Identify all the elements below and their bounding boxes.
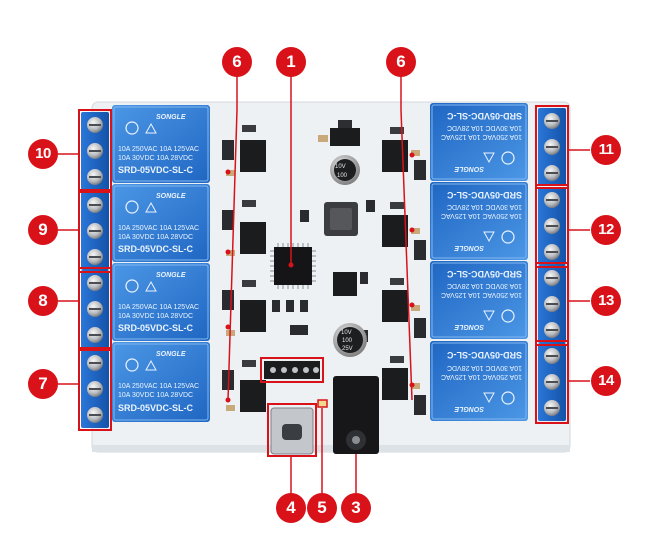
terminal-block-right-3 — [538, 265, 566, 343]
relay-rating-line1: 10A 250VAC 10A 125VAC — [441, 373, 522, 380]
smd-component — [318, 135, 328, 142]
relay-rating-line1: 10A 250VAC 10A 125VAC — [441, 133, 522, 140]
terminal-block-left-4 — [81, 350, 109, 428]
relay-right-4: SONGLE 10A 250VAC 10A 125VAC 10A 30VDC 1… — [430, 341, 528, 421]
relay-left-2: SONGLE 10A 250VAC 10A 125VAC 10A 30VDC 1… — [112, 184, 210, 262]
terminal-block-right-2 — [538, 187, 566, 265]
relay-model: SRD-05VDC-SL-C — [446, 190, 522, 200]
relay-left-1: SONGLE 10A 250VAC 10A 125VAC 10A 30VDC 1… — [112, 105, 210, 183]
relay-rating-line2: 10A 30VDC 10A 28VDC — [447, 364, 522, 371]
relay-model: SRD-05VDC-SL-C — [118, 403, 194, 413]
relay-brand: SONGLE — [156, 351, 186, 358]
relay-rating-line1: 10A 250VAC 10A 125VAC — [118, 304, 199, 311]
voltage-regulator — [330, 120, 360, 146]
relay-brand: SONGLE — [156, 114, 186, 121]
capacitor-top: 10V 100 — [330, 155, 360, 185]
relay-model: SRD-05VDC-SL-C — [118, 244, 194, 254]
relay-rating-line2: 10A 30VDC 10A 28VDC — [447, 124, 522, 131]
relay-right-1: SONGLE 10A 250VAC 10A 125VAC 10A 30VDC 1… — [430, 103, 528, 181]
callout-7: 7 — [28, 369, 58, 399]
inductor — [324, 202, 358, 236]
relay-model: SRD-05VDC-SL-C — [446, 111, 522, 121]
relay-right-3: SONGLE 10A 250VAC 10A 125VAC 10A 30VDC 1… — [430, 261, 528, 339]
relay-brand: SONGLE — [454, 405, 484, 412]
relay-rating-line1: 10A 250VAC 10A 125VAC — [441, 212, 522, 219]
callout-10: 10 — [28, 139, 58, 169]
terminal-highlight-boxes — [78, 105, 569, 431]
relay-rating-line2: 10A 30VDC 10A 28VDC — [118, 313, 193, 320]
relay-brand: SONGLE — [454, 165, 484, 172]
relay-right-2: SONGLE 10A 250VAC 10A 125VAC 10A 30VDC 1… — [430, 182, 528, 260]
driver-components-right — [382, 127, 426, 415]
terminal-block-right-1 — [538, 108, 566, 186]
relay-rating-line2: 10A 30VDC 10A 28VDC — [447, 282, 522, 289]
power-led — [317, 399, 328, 408]
capacitor-bottom-label2: 100 — [342, 338, 353, 344]
relay-brand: SONGLE — [156, 193, 186, 200]
relay-rating-line1: 10A 250VAC 10A 125VAC — [441, 291, 522, 298]
leader-lines — [58, 76, 590, 494]
capacitor-top-label2: 100 — [337, 173, 348, 179]
relay-rating-line2: 10A 30VDC 10A 28VDC — [118, 155, 193, 162]
dc-barrel-jack — [333, 376, 379, 454]
callout-3: 3 — [341, 493, 371, 523]
relay-left-3: SONGLE 10A 250VAC 10A 125VAC 10A 30VDC 1… — [112, 263, 210, 341]
capacitor-bottom: 10V 100 25V — [333, 323, 367, 357]
capacitor-top-label1: 10V — [335, 164, 346, 170]
callout-1: 1 — [276, 47, 306, 77]
relay-model: SRD-05VDC-SL-C — [118, 165, 194, 175]
pin-header — [260, 357, 324, 383]
callout-12: 12 — [591, 215, 621, 245]
terminal-block-right-4 — [538, 343, 566, 421]
relay-rating-line2: 10A 30VDC 10A 28VDC — [447, 203, 522, 210]
callout-9: 9 — [28, 215, 58, 245]
relay-brand: SONGLE — [454, 323, 484, 330]
relay-rating-line1: 10A 250VAC 10A 125VAC — [118, 225, 199, 232]
relay-rating-line1: 10A 250VAC 10A 125VAC — [118, 383, 199, 390]
callout-6-left: 6 — [222, 47, 252, 77]
secondary-ic — [333, 272, 357, 296]
callout-5: 5 — [307, 493, 337, 523]
capacitor-bottom-label3: 25V — [342, 346, 353, 352]
relay-model: SRD-05VDC-SL-C — [118, 323, 194, 333]
callout-11: 11 — [591, 135, 621, 165]
callout-6-right: 6 — [386, 47, 416, 77]
relay-brand: SONGLE — [454, 244, 484, 251]
terminal-block-left-1 — [81, 112, 109, 190]
capacitor-bottom-label1: 10V — [341, 330, 352, 336]
terminal-block-left-2 — [81, 192, 109, 270]
relay-left-4: SONGLE 10A 250VAC 10A 125VAC 10A 30VDC 1… — [112, 342, 210, 422]
callout-13: 13 — [591, 286, 621, 316]
terminal-block-left-3 — [81, 270, 109, 348]
usb-c-port — [267, 403, 317, 457]
relay-rating-line2: 10A 30VDC 10A 28VDC — [118, 234, 193, 241]
leader-dots — [225, 152, 415, 403]
relay-model: SRD-05VDC-SL-C — [446, 269, 522, 279]
callout-8: 8 — [28, 286, 58, 316]
relay-rating-line1: 10A 250VAC 10A 125VAC — [118, 146, 199, 153]
callout-4: 4 — [276, 493, 306, 523]
relay-rating-line2: 10A 30VDC 10A 28VDC — [118, 392, 193, 399]
relay-model: SRD-05VDC-SL-C — [446, 350, 522, 360]
relay-brand: SONGLE — [156, 272, 186, 279]
callout-14: 14 — [591, 366, 621, 396]
